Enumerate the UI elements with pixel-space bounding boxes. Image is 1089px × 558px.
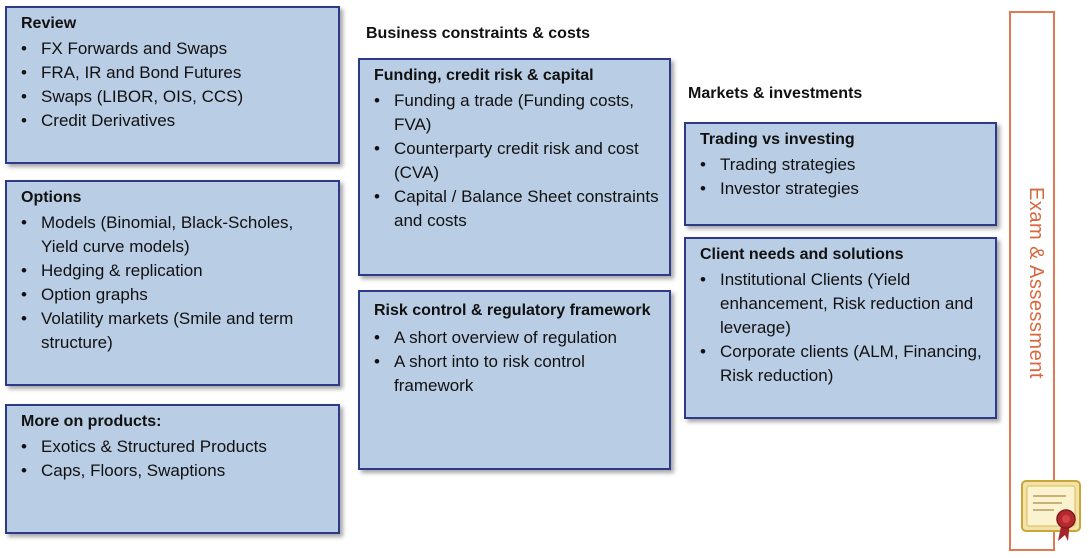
options-list: Models (Binomial, Black-Scholes, Yield c… [21,211,328,355]
exam-label: Exam & Assessment [1025,187,1047,379]
list-item: Funding a trade (Funding costs, FVA) [374,89,659,137]
review-box: Review FX Forwards and Swaps FRA, IR and… [5,6,340,164]
trading-box: Trading vs investing Trading strategies … [684,122,997,226]
list-item: FX Forwards and Swaps [21,37,328,61]
options-box: Options Models (Binomial, Black-Scholes,… [5,180,340,386]
risk-title: Risk control & regulatory framework [374,302,651,319]
list-item: Investor strategies [700,177,985,201]
list-item: Exotics & Structured Products [21,435,328,459]
funding-box: Funding, credit risk & capital Funding a… [358,58,671,276]
products-title: More on products: [21,413,162,430]
options-title: Options [21,189,82,206]
markets-heading: Markets & investments [688,85,863,102]
list-item: Models (Binomial, Black-Scholes, Yield c… [21,211,328,259]
list-item: Hedging & replication [21,259,328,283]
list-item: A short overview of regulation [374,326,659,350]
products-box: More on products: Exotics & Structured P… [5,404,340,534]
review-list: FX Forwards and Swaps FRA, IR and Bond F… [21,37,328,133]
business-heading: Business constraints & costs [366,25,591,42]
list-item: Counterparty credit risk and cost (CVA) [374,137,659,185]
list-item: Institutional Clients (Yield enhancement… [700,268,985,340]
list-item: Swaps (LIBOR, OIS, CCS) [21,85,328,109]
products-list: Exotics & Structured Products Caps, Floo… [21,435,328,483]
certificate-icon [1018,477,1084,543]
list-item: Trading strategies [700,153,985,177]
list-item: Option graphs [21,283,328,307]
list-item: Capital / Balance Sheet constraints and … [374,185,659,233]
client-list: Institutional Clients (Yield enhancement… [700,268,985,388]
review-title: Review [21,15,77,32]
list-item: Caps, Floors, Swaptions [21,459,328,483]
funding-title: Funding, credit risk & capital [374,67,594,84]
list-item: Corporate clients (ALM, Financing, Risk … [700,340,985,388]
trading-list: Trading strategies Investor strategies [700,153,985,201]
exam-bar: Exam & Assessment [1009,11,1055,551]
client-title: Client needs and solutions [700,246,904,263]
list-item: Volatility markets (Smile and term struc… [21,307,328,355]
list-item: FRA, IR and Bond Futures [21,61,328,85]
risk-box: Risk control & regulatory framework A sh… [358,290,671,470]
risk-list: A short overview of regulation A short i… [374,326,659,398]
list-item: A short into to risk control framework [374,350,659,398]
funding-list: Funding a trade (Funding costs, FVA) Cou… [374,89,659,233]
list-item: Credit Derivatives [21,109,328,133]
client-box: Client needs and solutions Institutional… [684,237,997,419]
trading-title: Trading vs investing [700,131,855,148]
